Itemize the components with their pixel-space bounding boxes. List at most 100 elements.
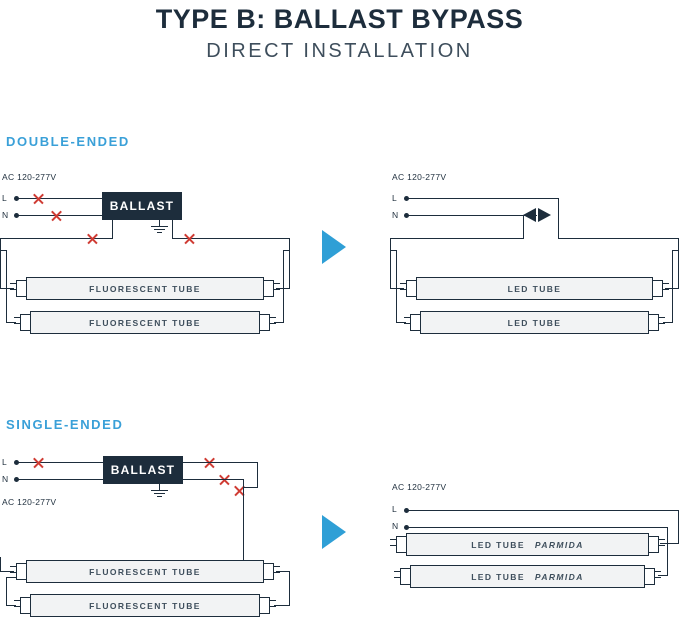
tube-label: LED TUBE [471, 571, 525, 582]
wire-ballast-out-left [112, 220, 113, 238]
wire-neutral-down [667, 527, 668, 575]
wire-tube2-left [396, 322, 406, 323]
transition-arrow-bottom [322, 515, 346, 549]
terminal-dot [404, 525, 409, 530]
wire-neutral [408, 215, 537, 216]
terminal-dot [404, 213, 409, 218]
tube-body: LED TUBE [416, 277, 653, 300]
tube-fluorescent-3: FLUORESCENT TUBE [10, 560, 280, 583]
wire-tube1-left [0, 288, 14, 289]
tube-pin [404, 317, 411, 318]
terminal-dot [14, 460, 19, 465]
tube-led-3: LED TUBE PARMIDA [390, 533, 665, 556]
tube-pin [14, 600, 21, 601]
neutral-label: N [2, 210, 9, 220]
wire-line [18, 462, 104, 463]
x-mark [50, 209, 63, 222]
panel-double-ended-after: AC 120-277V L N LED TUBE LED TUBE [390, 170, 679, 340]
tube-pin [662, 283, 669, 284]
tube-pin [654, 577, 661, 578]
wire-right-link [289, 571, 290, 605]
section-label-double-ended: DOUBLE-ENDED [6, 134, 130, 149]
tube-pin [394, 571, 401, 572]
wire-ballast-right-top [183, 462, 257, 463]
line-label: L [2, 457, 8, 467]
tube-cap-right [644, 568, 655, 585]
wire-right-bus [243, 487, 258, 488]
wire-tube2-right [658, 575, 668, 576]
panel-double-ended-before: AC 120-277V L N BALLAST FLUORESCENT TUBE [0, 170, 290, 340]
wire-line [408, 510, 679, 511]
tube-label: FLUORESCENT TUBE [89, 600, 201, 611]
ground-symbol [148, 484, 172, 498]
tube-cap-right [652, 280, 663, 297]
wire-conn-left-drop [523, 215, 524, 238]
ac-label: AC 120-277V [392, 482, 447, 492]
tube-pin [269, 606, 276, 607]
tube-cap-right [648, 314, 659, 331]
wire-left-down2 [6, 250, 7, 322]
tube-pin [14, 606, 21, 607]
connector-left-icon [523, 208, 536, 222]
tube-pin [662, 289, 669, 290]
tube-pin [14, 317, 21, 318]
wire-left-down2 [396, 250, 397, 322]
terminal-dot [14, 196, 19, 201]
tube-pin [658, 539, 665, 540]
tube-body: LED TUBE PARMIDA [406, 533, 649, 556]
tube-cap-right [648, 536, 659, 553]
tube-pin [269, 323, 276, 324]
tube-cap-right [263, 563, 274, 580]
tube-fluorescent-2: FLUORESCENT TUBE [14, 311, 276, 334]
x-mark [233, 484, 246, 497]
tube-body: FLUORESCENT TUBE [30, 311, 260, 334]
tube-cap-right [263, 280, 274, 297]
tube-pin [394, 577, 401, 578]
neutral-label: N [392, 521, 399, 531]
wire-tube2-left [6, 322, 16, 323]
ac-label: AC 120-277V [2, 497, 57, 507]
tube-pin [390, 545, 397, 546]
x-mark [32, 456, 45, 469]
section-label-single-ended: SINGLE-ENDED [6, 417, 124, 432]
tube-fluorescent-1: FLUORESCENT TUBE [10, 277, 280, 300]
tube-pin [269, 600, 276, 601]
connector-right-icon [538, 208, 551, 222]
tube-pin [273, 566, 280, 567]
transition-arrow-top [322, 230, 346, 264]
tube-pin [273, 289, 280, 290]
tube-pin [10, 283, 17, 284]
wire-right-down-a [257, 462, 258, 487]
ac-label: AC 120-277V [392, 172, 447, 182]
tube-pin [390, 539, 397, 540]
wire-tube1-left [0, 571, 14, 572]
wire-right-down2 [672, 250, 673, 322]
line-label: L [392, 504, 398, 514]
terminal-dot [14, 213, 19, 218]
ac-label: AC 120-277V [2, 172, 57, 182]
wire-tube1-right [276, 288, 290, 289]
wire-tube-left-v [0, 557, 1, 571]
tube-pin [400, 289, 407, 290]
wire-bus-right [172, 238, 290, 239]
wire-neutral [18, 479, 104, 480]
tube-pin [654, 571, 661, 572]
line-label: L [392, 193, 398, 203]
wire-tube1-right [665, 288, 679, 289]
terminal-dot [14, 477, 19, 482]
wire-right-down2 [283, 250, 284, 322]
wire-neutral [408, 527, 667, 528]
tube-body: LED TUBE [420, 311, 649, 334]
wire-tube2-left-v [6, 577, 7, 605]
tube-body: FLUORESCENT TUBE [30, 594, 260, 617]
tube-pin [273, 572, 280, 573]
tube-body: LED TUBE PARMIDA [410, 565, 645, 588]
wire-left-down [390, 238, 391, 288]
wire-long-down [243, 487, 244, 577]
page-title: TYPE B: BALLAST BYPASS [155, 4, 524, 34]
x-mark [32, 192, 45, 205]
brand-label: PARMIDA [534, 571, 584, 582]
wire-right-link3 [283, 605, 290, 606]
wire-line [18, 198, 103, 199]
panel-single-ended-after: AC 120-277V L N LED TUBE PARMIDA LED TUB… [390, 480, 679, 610]
